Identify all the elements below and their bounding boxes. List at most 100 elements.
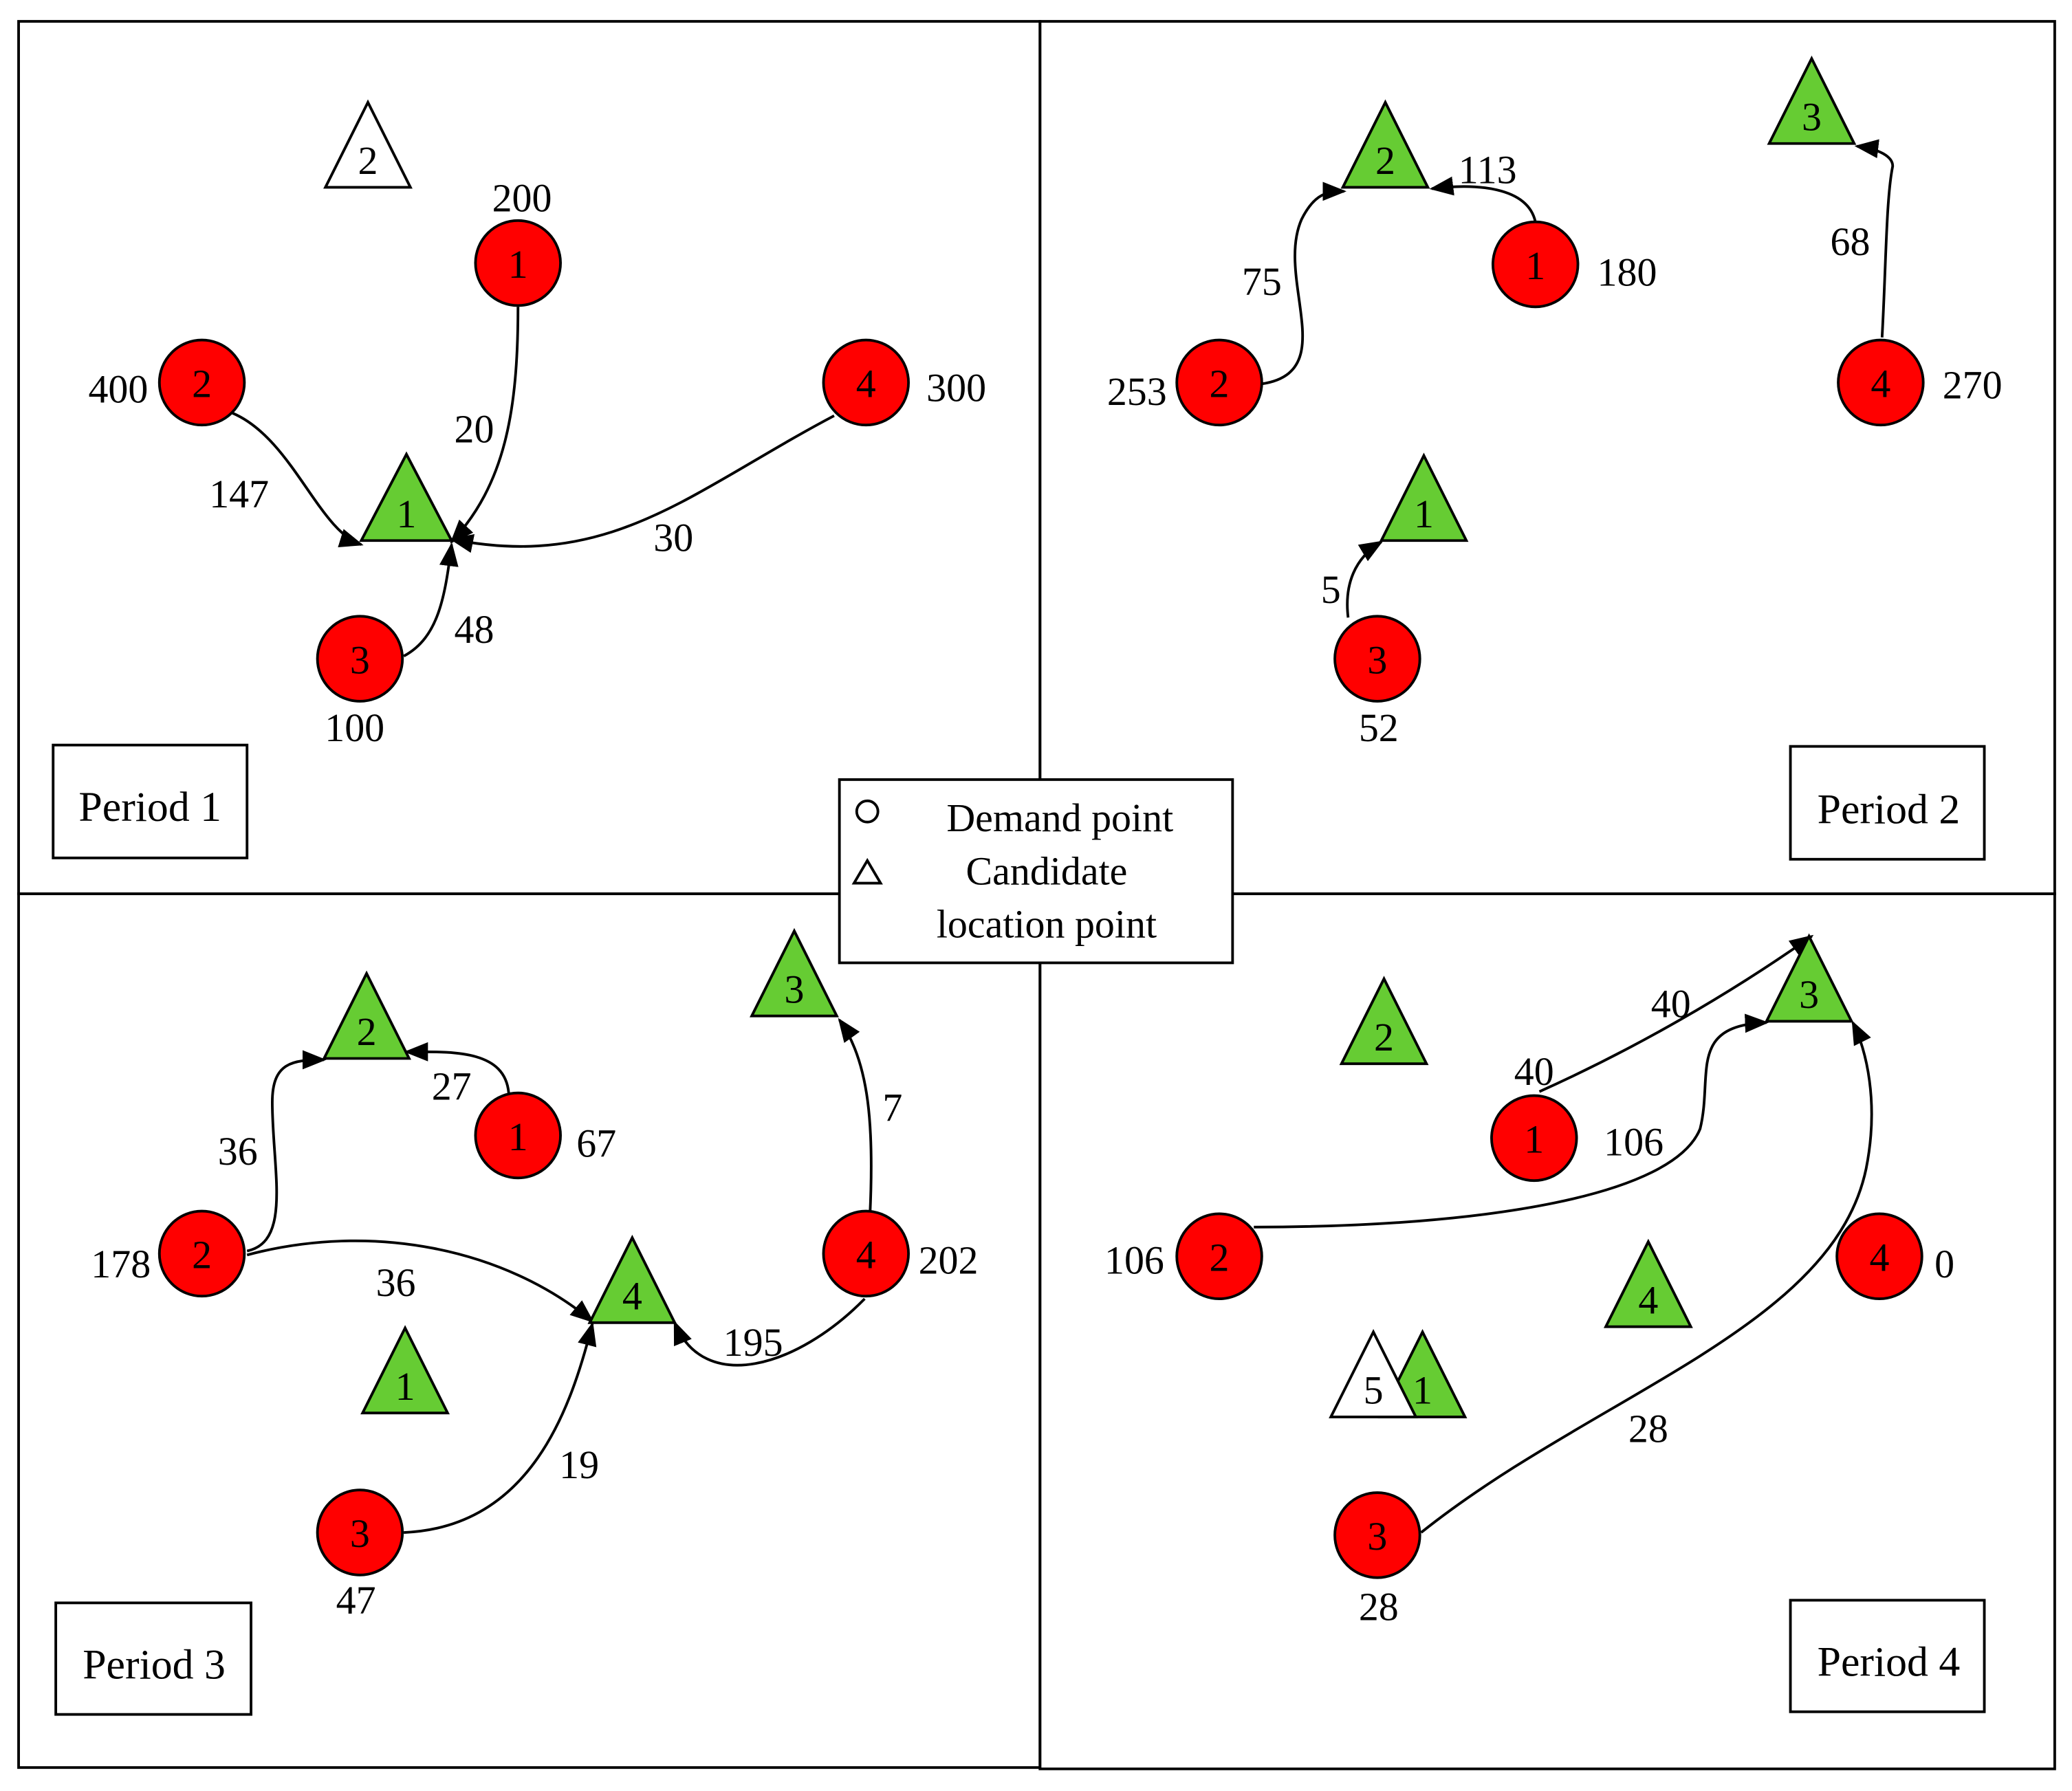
facility-id: 1 xyxy=(395,1364,415,1409)
flow-label: 7 xyxy=(882,1085,902,1130)
candidate-location-triangle xyxy=(359,451,454,542)
demand-point-circle xyxy=(1490,1094,1578,1183)
candidate-location-triangle xyxy=(1764,933,1854,1023)
demand-point-circle xyxy=(822,338,910,427)
demand-id: 3 xyxy=(1367,637,1387,682)
flow-label: 75 xyxy=(1242,259,1282,304)
flow-label: 28 xyxy=(1628,1407,1668,1451)
facility-id: 2 xyxy=(357,1009,377,1054)
candidate-location-triangle xyxy=(1340,99,1430,189)
period-label-box xyxy=(52,743,249,859)
flow-arrow xyxy=(1420,1020,1873,1534)
facility-id: 2 xyxy=(1375,138,1395,183)
facility-id: 3 xyxy=(1799,972,1819,1017)
candidate-location-triangle xyxy=(323,99,413,189)
candidate-location-triangle xyxy=(587,1234,677,1324)
flow-label: 195 xyxy=(723,1320,783,1365)
demand-value: 100 xyxy=(325,705,384,750)
legend: Demand point Candidate location point xyxy=(838,778,1234,965)
demand-id: 2 xyxy=(192,1233,212,1277)
flow-label: 48 xyxy=(455,607,494,652)
legend-triangle-icon xyxy=(851,857,883,885)
candidate-location-triangle xyxy=(750,927,839,1018)
candidate-location-triangle xyxy=(1329,1329,1419,1418)
demand-point-circle xyxy=(1175,338,1263,427)
flow-arrow xyxy=(838,1018,873,1216)
period-label-box xyxy=(1789,1598,1986,1713)
demand-value: 47 xyxy=(336,1578,376,1623)
demand-point-circle xyxy=(157,1209,246,1298)
demand-id: 2 xyxy=(1210,362,1230,406)
facility-id: 5 xyxy=(1364,1368,1384,1413)
demand-id: 2 xyxy=(192,362,212,406)
demand-id: 1 xyxy=(1524,1117,1544,1162)
demand-value: 180 xyxy=(1597,250,1657,294)
demand-id: 1 xyxy=(508,1114,528,1159)
flow-arrow xyxy=(673,1297,866,1367)
facility-id: 3 xyxy=(1802,94,1822,139)
demand-id: 4 xyxy=(1869,1235,1889,1280)
flow-arrow xyxy=(403,542,459,657)
flow-arrow xyxy=(449,414,835,553)
facility-id: 1 xyxy=(1413,1368,1432,1413)
demand-id: 3 xyxy=(350,637,370,682)
demand-point-circle xyxy=(1491,220,1580,309)
demand-id: 1 xyxy=(508,242,528,287)
demand-id: 3 xyxy=(1367,1514,1387,1559)
flow-label: 106 xyxy=(1604,1119,1664,1164)
demand-point-circle xyxy=(1175,1212,1263,1301)
facility-id: 3 xyxy=(784,967,804,1011)
demand-point-circle xyxy=(474,1091,562,1180)
demand-value: 253 xyxy=(1107,369,1167,414)
period-label-box xyxy=(54,1601,252,1716)
flow-arrow xyxy=(1261,182,1347,386)
flow-label: 19 xyxy=(559,1442,599,1487)
flow-arrow xyxy=(232,412,364,547)
period-3-group: 27 36 36 7 195 19 2 3 4 1 1 67 2 178 3 4… xyxy=(54,927,978,1716)
legend-candidate-label-line2: location point xyxy=(937,902,1157,947)
facility-id: 1 xyxy=(397,492,417,536)
demand-id: 4 xyxy=(856,362,876,406)
facility-id: 4 xyxy=(1638,1277,1658,1322)
demand-value: 40 xyxy=(1514,1049,1554,1094)
demand-value: 0 xyxy=(1934,1242,1954,1286)
flow-label: 27 xyxy=(432,1064,472,1108)
demand-value: 400 xyxy=(88,366,148,411)
demand-value: 200 xyxy=(492,175,552,220)
flow-arrow xyxy=(246,1050,327,1253)
demand-id: 4 xyxy=(1871,362,1890,406)
facility-id: 2 xyxy=(1374,1015,1394,1059)
candidate-location-triangle xyxy=(1379,452,1469,542)
demand-value: 178 xyxy=(91,1242,151,1286)
demand-point-circle xyxy=(822,1209,910,1298)
period-1-group: 147 20 30 48 2 1 1 200 2 400 3 100 4 300… xyxy=(52,99,986,859)
flow-arrow xyxy=(246,1239,595,1323)
flow-arrow xyxy=(1538,934,1814,1093)
demand-value: 28 xyxy=(1359,1584,1399,1629)
facility-id: 4 xyxy=(622,1274,642,1319)
flow-label: 30 xyxy=(653,516,693,560)
period-4-group: 40 106 28 2 3 4 1 5 1 40 2 106 3 28 4 0 … xyxy=(1104,933,1986,1713)
legend-candidate-label-line1: Candidate xyxy=(966,848,1128,893)
period-2-group: 113 75 68 5 2 3 1 1 180 2 253 3 52 4 270… xyxy=(1107,55,2003,861)
demand-id: 2 xyxy=(1210,1235,1230,1280)
demand-id: 1 xyxy=(1525,243,1545,288)
candidate-location-triangle xyxy=(1603,1238,1693,1328)
demand-id: 3 xyxy=(350,1511,370,1556)
period-label: Period 2 xyxy=(1818,787,1961,833)
demand-point-circle xyxy=(1837,338,1925,427)
candidate-location-triangle xyxy=(1339,976,1429,1066)
period-4-panel xyxy=(1038,892,2056,1770)
demand-point-circle xyxy=(1333,1491,1421,1579)
candidate-location-triangle xyxy=(1767,55,1857,145)
flow-label: 40 xyxy=(1651,982,1691,1026)
demand-value: 270 xyxy=(1943,363,2003,408)
demand-point-circle xyxy=(157,338,246,427)
demand-value: 106 xyxy=(1104,1238,1164,1282)
demand-point-circle xyxy=(474,219,562,307)
candidate-location-triangle xyxy=(360,1325,450,1415)
demand-value: 52 xyxy=(1359,705,1399,750)
flow-label: 68 xyxy=(1830,219,1870,264)
flow-arrow xyxy=(1346,540,1384,618)
